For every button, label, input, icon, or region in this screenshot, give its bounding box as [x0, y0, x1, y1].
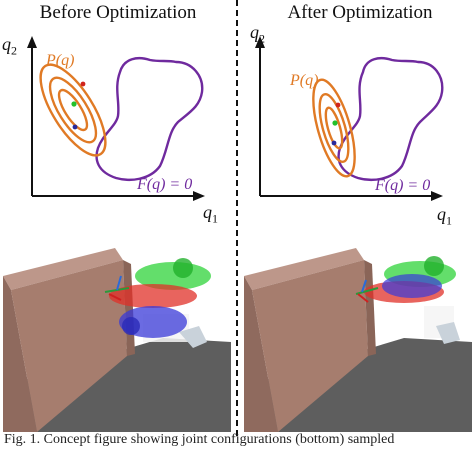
sample-point-red: [335, 102, 341, 108]
y-axis-arrow: [255, 36, 265, 48]
x-axis-label: q1: [203, 202, 218, 226]
after-optimization-title: After Optimization: [287, 2, 433, 23]
y-axis-label: q2: [250, 22, 265, 46]
probability-ellipses: [39, 63, 107, 157]
mean-point: [71, 101, 77, 107]
mean-point: [332, 120, 338, 126]
gripper: [436, 322, 460, 344]
y-axis-arrow: [27, 36, 37, 48]
axis-marker-blue: [361, 279, 367, 293]
bookshelf-side: [244, 276, 278, 432]
feasibility-label: F(q) = 0: [375, 177, 431, 194]
before-concept-plot: [27, 36, 205, 201]
probability-ellipses: [312, 78, 356, 178]
sample-point-blue: [331, 140, 337, 146]
feasibility-label: F(q) = 0: [137, 176, 193, 193]
robot-joint-green: [424, 256, 444, 276]
robot-joint-blue: [122, 317, 140, 335]
before-robot-render: [3, 246, 231, 432]
probability-label: P(q): [46, 52, 75, 69]
axis-marker-blue: [116, 275, 122, 291]
bookshelf-top: [244, 248, 364, 290]
sample-point-blue: [72, 124, 78, 130]
x-axis-arrow: [431, 191, 443, 201]
bookshelf-side: [3, 276, 37, 432]
ellipse-middle: [318, 93, 350, 163]
bookshelf-top: [3, 248, 123, 290]
probability-label: P(q): [290, 72, 319, 89]
robot-config-blue: [382, 274, 442, 298]
ellipse-inner: [324, 106, 344, 150]
ellipse-outer: [39, 63, 107, 157]
ellipse-middle: [48, 76, 98, 144]
before-optimization-title: Before Optimization: [39, 2, 197, 23]
panel-divider: [236, 0, 238, 436]
axis-marker-green: [355, 287, 379, 295]
sample-point-red: [80, 81, 86, 87]
bookshelf-back: [11, 260, 127, 432]
bookshelf-edge: [364, 260, 376, 356]
gripper: [179, 326, 207, 348]
axis-marker-red: [108, 293, 122, 301]
after-concept-plot: [255, 36, 444, 201]
axis-marker-red: [357, 293, 369, 303]
y-axis-label: q2: [2, 34, 17, 58]
ellipse-outer: [312, 78, 356, 178]
figure-caption: Fig. 1. Concept figure showing joint con…: [4, 432, 395, 447]
x-axis-arrow: [193, 191, 205, 201]
feasible-curve: [95, 57, 204, 181]
robot-config-red: [109, 284, 197, 308]
ellipse-inner: [57, 88, 89, 132]
bookshelf-back: [252, 260, 368, 432]
after-robot-render: [244, 246, 472, 432]
robot-joint-green: [173, 258, 193, 278]
x-axis-label: q1: [437, 204, 452, 228]
